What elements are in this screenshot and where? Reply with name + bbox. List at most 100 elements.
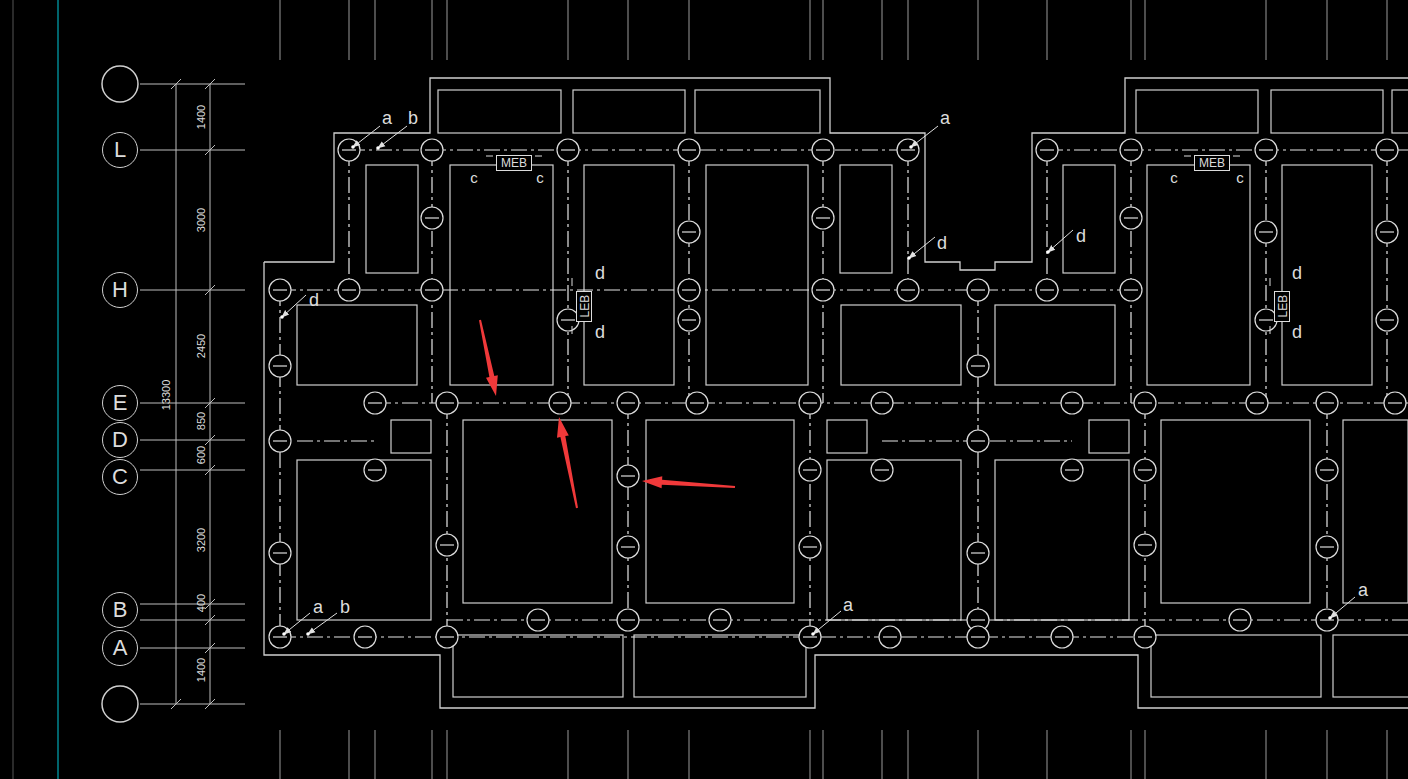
bond-point	[280, 315, 284, 319]
column-symbol	[436, 626, 458, 648]
leader-arrow	[280, 126, 1355, 636]
bonding-line	[348, 150, 349, 290]
grid-line	[432, 730, 433, 779]
column-symbol	[1134, 534, 1156, 556]
column-mark	[1138, 402, 1152, 403]
column-mark	[875, 469, 889, 470]
axis-bubble: E	[102, 385, 138, 421]
column-mark	[1065, 402, 1079, 403]
column-symbol	[709, 609, 731, 631]
bond-tag: a	[1358, 581, 1368, 599]
dimension-tick	[171, 699, 181, 709]
room-outline	[706, 165, 808, 385]
column-mark	[1138, 544, 1152, 545]
column-mark	[342, 149, 356, 150]
column-symbol	[364, 392, 386, 414]
bond-point	[351, 145, 355, 149]
column-mark	[713, 619, 727, 620]
bonding-line	[280, 289, 1140, 290]
column-mark	[273, 440, 287, 441]
wall-outline	[264, 78, 1408, 708]
bond-point	[306, 632, 310, 636]
grid-line	[1266, 0, 1267, 60]
bond-tag: d	[595, 264, 605, 282]
column-mark	[273, 636, 287, 637]
dimension-tick	[171, 79, 181, 89]
terminal-tick	[1270, 326, 1271, 334]
bonding-line	[809, 403, 810, 637]
room-outline	[827, 460, 961, 620]
room-outline	[1151, 635, 1321, 697]
column-mark	[368, 402, 382, 403]
red-pointer	[642, 476, 735, 488]
column-mark	[273, 289, 287, 290]
column-mark	[901, 149, 915, 150]
column-mark	[273, 365, 287, 366]
leader-arrow	[378, 126, 407, 148]
grid-line	[447, 0, 448, 60]
column-mark	[368, 469, 382, 470]
column-mark	[561, 319, 575, 320]
column-symbol	[686, 392, 708, 414]
column-mark	[1380, 149, 1394, 150]
column-symbol	[269, 430, 291, 452]
grid-line	[882, 730, 883, 779]
room-outline	[450, 165, 553, 385]
axis-label: D	[112, 429, 128, 451]
column-mark	[971, 619, 985, 620]
bond-point	[907, 256, 911, 260]
room-outline	[1392, 90, 1408, 133]
column-mark	[803, 636, 817, 637]
column-mark	[1124, 217, 1138, 218]
bond-point	[811, 632, 815, 636]
bond-tag: a	[843, 596, 853, 614]
axis-label: H	[112, 279, 128, 301]
terminal-tick	[1270, 278, 1271, 286]
bonding-line	[431, 150, 432, 403]
column-mark	[1040, 149, 1054, 150]
grid-line	[810, 730, 811, 779]
red-pointer	[557, 417, 578, 508]
grid-line	[280, 0, 281, 60]
column-symbol	[1120, 279, 1142, 301]
leader-arrow	[353, 126, 380, 147]
bonding-line	[446, 403, 447, 637]
grid-line	[1266, 730, 1267, 779]
dimension-text: 1400	[196, 658, 207, 682]
column-symbol	[1061, 459, 1083, 481]
column-mark	[816, 217, 830, 218]
grid-line	[908, 730, 909, 779]
bonding-line	[1386, 150, 1387, 403]
grid-line	[978, 730, 979, 779]
room-outline	[297, 460, 431, 620]
grid-line	[1327, 730, 1328, 779]
bonding-line	[627, 403, 628, 620]
grid-line	[628, 730, 629, 779]
grid-line	[432, 0, 433, 60]
room-outline	[1089, 420, 1129, 453]
column-mark	[1124, 149, 1138, 150]
grid-line	[1131, 730, 1132, 779]
dimension-text: 600	[196, 446, 207, 464]
dimension-text: 3200	[196, 528, 207, 552]
column-symbol	[269, 279, 291, 301]
column-symbol	[617, 392, 639, 414]
room-outline	[584, 165, 674, 385]
leader-arrow	[1048, 230, 1073, 252]
bonding-line	[1046, 150, 1047, 290]
column-symbol	[269, 355, 291, 377]
terminal-tick	[535, 156, 542, 157]
column-mark	[901, 289, 915, 290]
bond-tag: a	[382, 109, 392, 127]
column-symbol	[799, 536, 821, 558]
column-symbol	[527, 609, 549, 631]
column-symbol	[1246, 392, 1268, 414]
column-symbol	[967, 279, 989, 301]
axis-bubble: H	[102, 272, 138, 308]
column-symbol	[967, 626, 989, 648]
column-mark	[1250, 402, 1264, 403]
column-mark	[816, 289, 830, 290]
column-symbol	[1316, 392, 1338, 414]
column-symbol	[1376, 309, 1398, 331]
terminal-tick	[486, 156, 493, 157]
